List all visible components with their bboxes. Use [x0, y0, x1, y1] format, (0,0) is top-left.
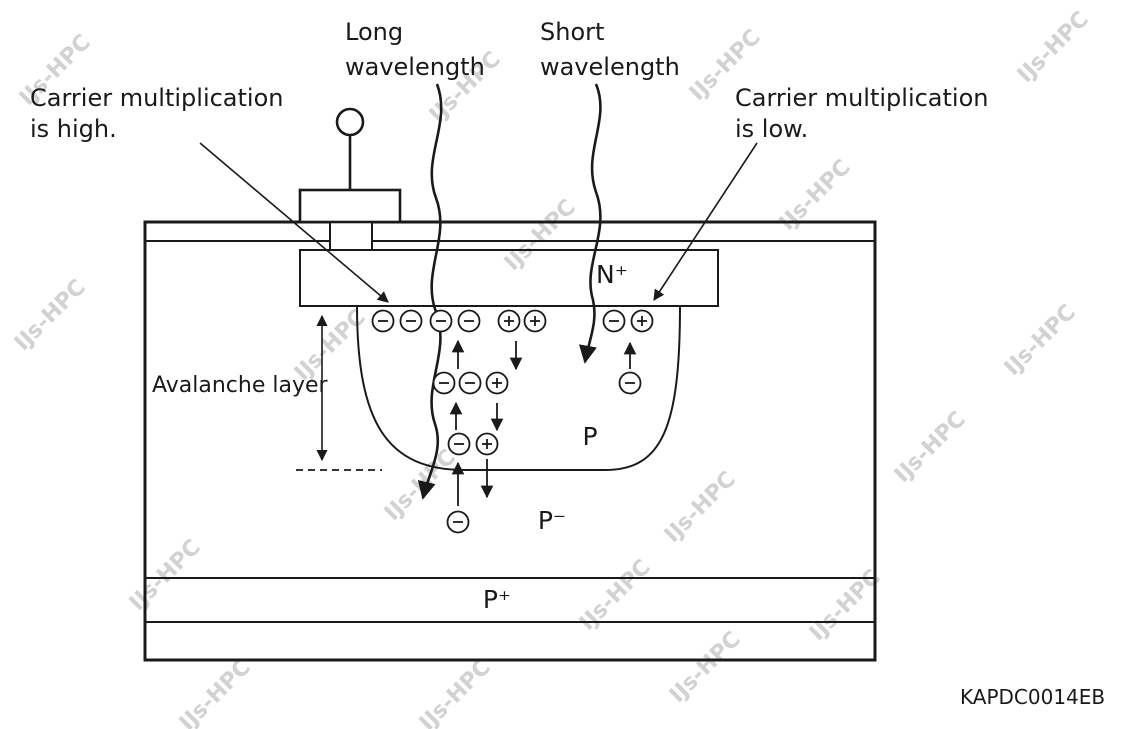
hole-icon	[630, 309, 654, 333]
short-wavelength-ray-arrow	[578, 83, 602, 364]
watermark-layer: IJs-HPC IJs-HPC IJs-HPC IJs-HPC IJs-HPC …	[10, 7, 1094, 729]
carrier-motion-arrows	[449, 339, 637, 506]
carrier-low-label-line2: is low.	[735, 115, 808, 143]
electrode-pad	[298, 188, 402, 224]
avalanche-layer-label: Avalanche layer	[152, 373, 329, 398]
device-structure	[143, 107, 877, 662]
short-wavelength-label-line2: wavelength	[540, 53, 680, 81]
watermark-text: IJs-HPC	[660, 467, 741, 548]
watermark-text: IJs-HPC	[380, 445, 461, 526]
electron-icon	[618, 371, 642, 395]
carrier-low-label-line1: Carrier multiplication	[735, 84, 989, 112]
leader-line-low	[653, 142, 758, 301]
n-plus-label: N⁺	[596, 260, 628, 289]
terminal-icon	[335, 107, 365, 137]
electron-icon	[602, 309, 626, 333]
electron-icon	[458, 371, 482, 395]
n-plus-region	[299, 249, 719, 307]
watermark-text: IJs-HPC	[10, 275, 91, 356]
electron-icon	[446, 510, 470, 534]
p-minus-label: P⁻	[538, 506, 566, 535]
electron-icon	[457, 309, 481, 333]
watermark-text: IJs-HPC	[1013, 7, 1094, 88]
p-plus-label: P⁺	[483, 585, 511, 614]
hole-icon	[485, 371, 509, 395]
device-outline	[143, 220, 877, 662]
watermark-text: IJs-HPC	[175, 655, 256, 729]
watermark-text: IJs-HPC	[665, 627, 746, 708]
watermark-text: IJs-HPC	[1000, 300, 1081, 381]
hole-icon	[523, 309, 547, 333]
watermark-text: IJs-HPC	[890, 407, 971, 488]
long-wavelength-ray-arrow	[417, 83, 443, 500]
watermark-text: IJs-HPC	[500, 195, 581, 276]
long-wavelength-label-line2: wavelength	[345, 53, 485, 81]
electron-icon	[429, 309, 453, 333]
electron-icon	[399, 309, 423, 333]
p-region-label: P	[582, 422, 597, 451]
carrier-high-label-line2: is high.	[30, 115, 117, 143]
electron-icon	[447, 432, 471, 456]
electron-icon	[371, 309, 395, 333]
avalanche-region-boundary	[356, 305, 681, 471]
leader-line-high	[199, 142, 389, 303]
carrier-high-label-line1: Carrier multiplication	[30, 84, 284, 112]
electron-icon	[432, 371, 456, 395]
hole-icon	[497, 309, 521, 333]
watermark-text: IJs-HPC	[575, 555, 656, 636]
short-wavelength-label-line1: Short	[540, 18, 604, 46]
watermark-text: IJs-HPC	[775, 155, 856, 236]
figure-code: KAPDC0014EB	[960, 685, 1105, 709]
electrode-stem	[329, 221, 373, 251]
watermark-text: IJs-HPC	[415, 655, 496, 729]
long-wavelength-label-line1: Long	[345, 18, 403, 46]
watermark-text: IJs-HPC	[125, 535, 206, 616]
hole-icon	[475, 432, 499, 456]
